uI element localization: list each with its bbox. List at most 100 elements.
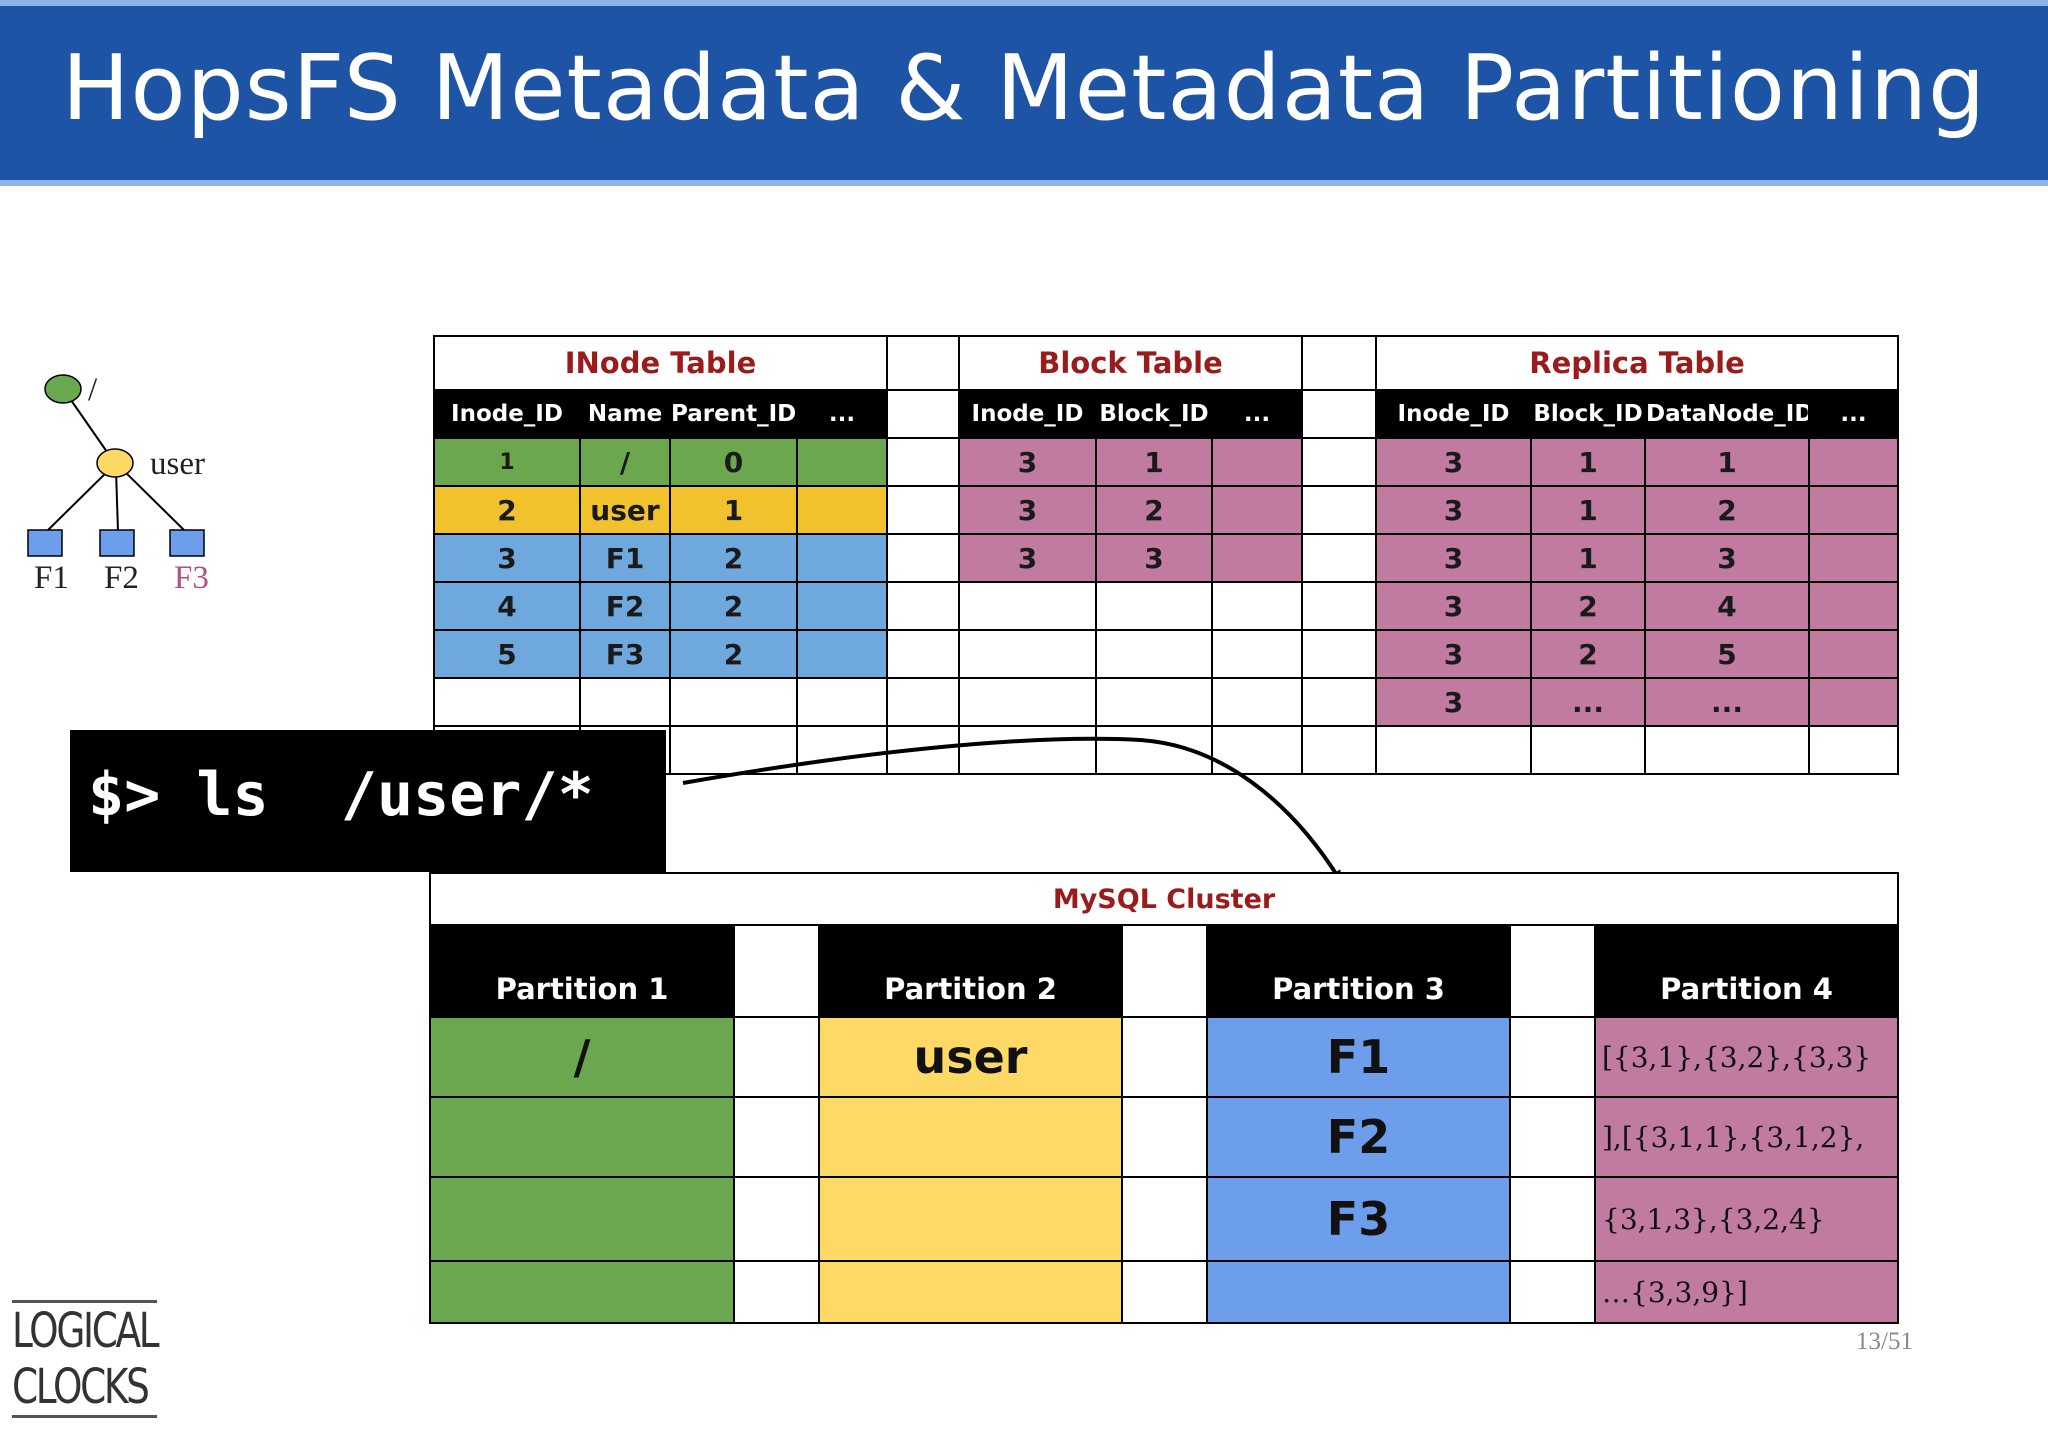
inode-cell: [796, 581, 888, 631]
inode-cell: 4: [433, 581, 581, 631]
file-node-f1: [27, 529, 63, 557]
table-row: / user F1 [{3,1},{3,2},{3,3}: [429, 1016, 1900, 1098]
partition4-cell: …{3,3,9}]: [1593, 1260, 1900, 1324]
inode-cell: 0: [669, 437, 798, 487]
inode-cell: 1: [669, 485, 798, 535]
inode-col-header: Name: [579, 389, 671, 439]
partition-header: Partition 2: [818, 924, 1123, 1018]
inode-cell: 2: [669, 533, 798, 583]
inode-cell: 3: [433, 533, 581, 583]
inode-cell: [796, 629, 888, 679]
partition-header: Partition 3: [1206, 924, 1511, 1018]
table-row: 2 user 1 3 2 3 1 2: [433, 485, 1900, 535]
inode-col-header: Parent_ID: [669, 389, 798, 439]
page-number: 13/51: [1856, 1328, 1913, 1355]
table-row: 4 F2 2 3 2 4: [433, 581, 1900, 631]
table-row: F2 ],[{3,1,1},{3,1,2},: [429, 1096, 1900, 1178]
inode-cell: 2: [669, 581, 798, 631]
replica-cell: 2: [1530, 581, 1647, 631]
inode-cell: 2: [433, 485, 581, 535]
table-row: 1 / 0 3 1 3 1 1: [433, 437, 1900, 487]
replica-table-title: Replica Table: [1375, 335, 1900, 391]
partition-header: Partition 1: [429, 924, 735, 1018]
inode-cell: F3: [579, 629, 671, 679]
replica-cell: 3: [1375, 629, 1533, 679]
replica-cell: [1808, 581, 1900, 631]
tree-file-label-f2: F2: [104, 560, 139, 596]
title-bar: HopsFS Metadata & Metadata Partitioning: [0, 0, 2048, 186]
root-node: [44, 374, 82, 404]
replica-col-header: DataNode_ID: [1644, 389, 1811, 439]
replica-cell: 5: [1644, 629, 1811, 679]
partition2-cell: user: [818, 1016, 1123, 1098]
replica-cell: 1: [1644, 437, 1811, 487]
inode-cell: F2: [579, 581, 671, 631]
block-cell: [1210, 437, 1304, 487]
namespace-tree: [27, 374, 205, 557]
replica-cell: 3: [1375, 485, 1533, 535]
replica-cell: ...: [1530, 677, 1647, 727]
inode-cell: [796, 485, 888, 535]
inode-table-title: INode Table: [433, 335, 888, 391]
replica-cell: 3: [1375, 437, 1533, 487]
block-cell: [1210, 485, 1304, 535]
block-col-header: Inode_ID: [958, 389, 1097, 439]
table-row: F3 {3,1,3},{3,2,4}: [429, 1176, 1900, 1262]
partition3-cell: F3: [1206, 1176, 1511, 1262]
partition3-cell: F1: [1206, 1016, 1511, 1098]
replica-cell: 3: [1644, 533, 1811, 583]
user-dir-node: [96, 448, 134, 478]
tree-root-label: /: [88, 372, 98, 408]
block-col-header: ...: [1210, 389, 1304, 439]
replica-cell: 1: [1530, 485, 1647, 535]
tree-file-label-f3: F3: [174, 560, 209, 596]
inode-cell: 1: [433, 437, 581, 487]
inode-cell: [796, 533, 888, 583]
block-cell: 2: [1095, 485, 1213, 535]
block-cell: 3: [1095, 533, 1213, 583]
partition3-cell: F2: [1206, 1096, 1511, 1178]
inode-col-header: Inode_ID: [433, 389, 581, 439]
inode-cell: F1: [579, 533, 671, 583]
inode-cell: user: [579, 485, 671, 535]
replica-col-header: Block_ID: [1530, 389, 1647, 439]
tree-file-label-f1: F1: [34, 560, 69, 596]
logo-line1: LOGICAL: [12, 1303, 160, 1359]
partition4-cell: ],[{3,1,1},{3,1,2},: [1593, 1096, 1900, 1178]
replica-col-header: ...: [1808, 389, 1900, 439]
file-node-f2: [99, 529, 135, 557]
table-row: 3 ... ...: [433, 677, 1900, 727]
replica-cell: 4: [1644, 581, 1811, 631]
slide-title: HopsFS Metadata & Metadata Partitioning: [61, 36, 1987, 141]
partition1-cell: /: [429, 1016, 735, 1098]
replica-cell: [1808, 533, 1900, 583]
table-row: 3 F1 2 3 3 3 1 3: [433, 533, 1900, 583]
replica-cell: 2: [1644, 485, 1811, 535]
inode-cell: /: [579, 437, 671, 487]
metadata-tables: INode Table Block Table Replica Table In…: [433, 335, 1900, 775]
table-row: …{3,3,9}]: [429, 1260, 1900, 1324]
block-cell: [1210, 533, 1304, 583]
partition4-cell: [{3,1},{3,2},{3,3}: [1593, 1016, 1900, 1098]
block-cell: 3: [958, 485, 1097, 535]
replica-cell: [1808, 437, 1900, 487]
block-cell: 1: [1095, 437, 1213, 487]
inode-cell: [796, 437, 888, 487]
replica-cell: [1808, 677, 1900, 727]
replica-col-header: Inode_ID: [1375, 389, 1533, 439]
inode-cell: 2: [669, 629, 798, 679]
table-row: 5 F3 2 3 2 5: [433, 629, 1900, 679]
replica-cell: [1808, 629, 1900, 679]
partition-header: Partition 4: [1593, 924, 1900, 1018]
block-table-title: Block Table: [957, 335, 1304, 391]
replica-cell: 1: [1530, 533, 1647, 583]
block-cell: 3: [958, 533, 1097, 583]
terminal-command: $> ls /user/*: [70, 730, 666, 872]
logo-line2: CLOCKS: [12, 1359, 150, 1415]
inode-cell: 5: [433, 629, 581, 679]
replica-cell: ...: [1644, 677, 1811, 727]
inode-col-header: ...: [796, 389, 888, 439]
partition4-cell: {3,1,3},{3,2,4}: [1593, 1176, 1900, 1262]
file-node-f3: [169, 529, 205, 557]
